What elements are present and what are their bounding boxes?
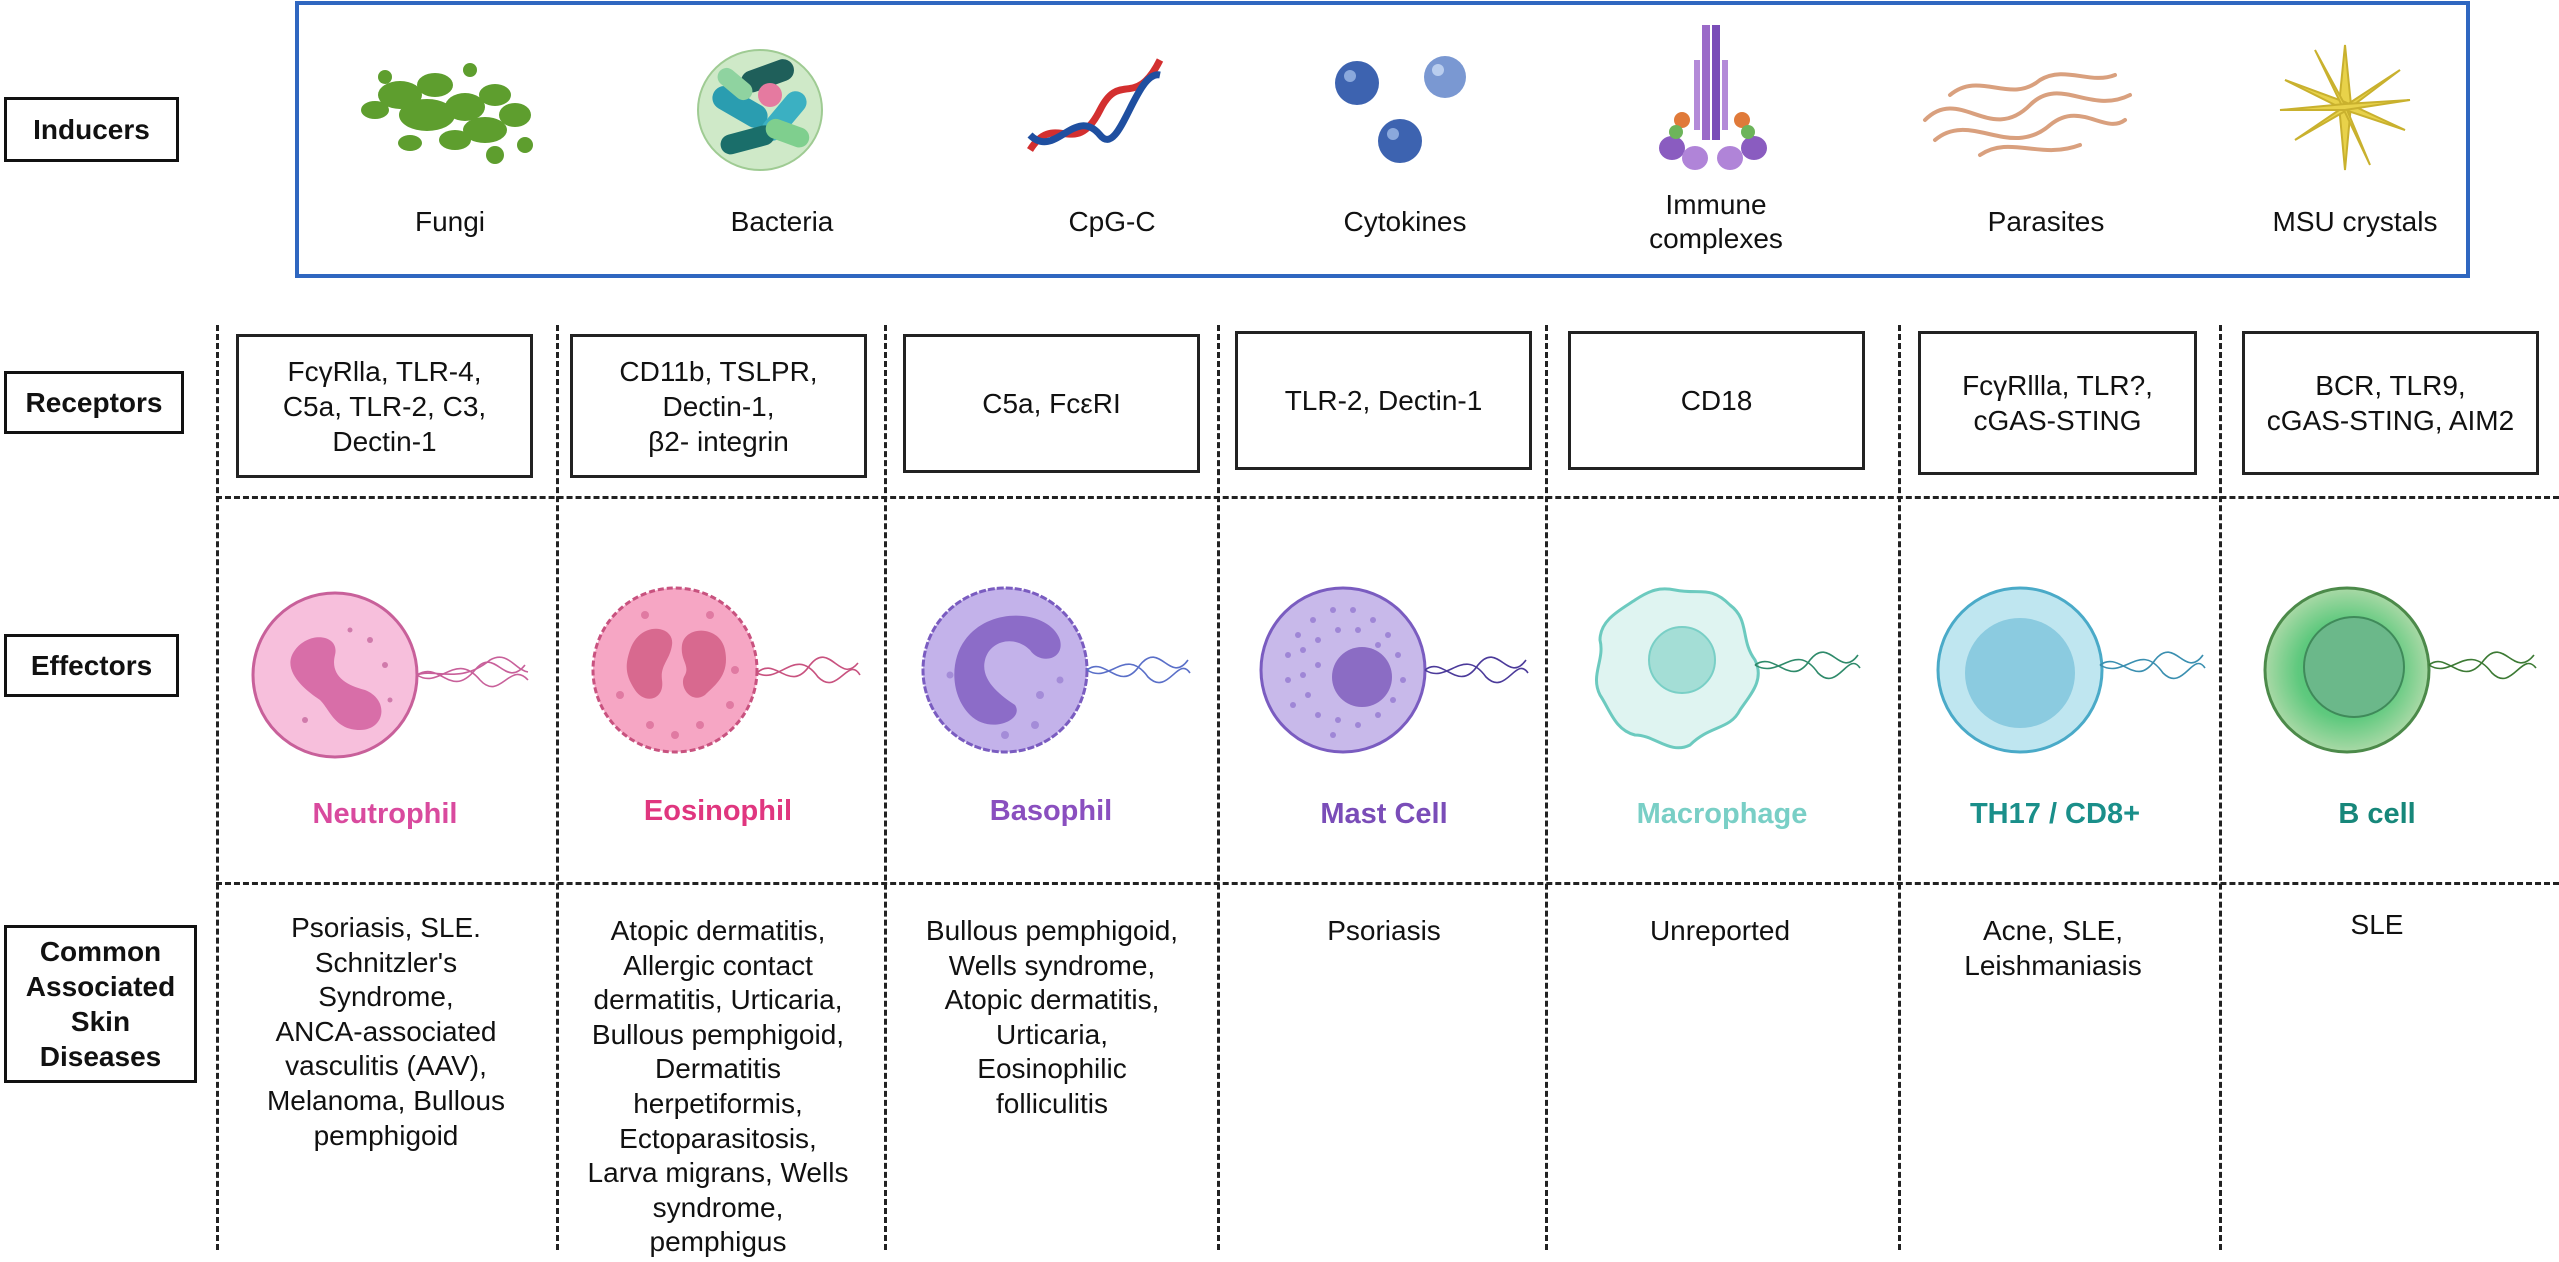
column-divider — [1217, 325, 1220, 1250]
divider-receptors-effectors — [216, 496, 2559, 499]
diseases-th17-cd8: Acne, SLE, Leishmaniasis — [1964, 915, 2142, 981]
fungi-icon — [361, 63, 533, 164]
inducer-label-immune-complexes: Immune complexes — [1649, 189, 1783, 254]
macrophage-cell-icon — [1595, 587, 1861, 750]
diseases-neutrophil: Psoriasis, SLE. Schnitzler's Syndrome, A… — [266, 912, 506, 1151]
row-label-receptors: Receptors — [4, 371, 184, 434]
receptor-box-basophil: C5a, FcεRI — [903, 334, 1200, 473]
th17-cd8-cell-icon — [1936, 586, 2206, 754]
immune-complex-icon — [1659, 25, 1767, 170]
receptor-box-eosinophil: CD11b, TSLPR, Dectin-1, β2- integrin — [570, 334, 867, 478]
column-divider — [1898, 325, 1901, 1250]
diseases-basophil: Bullous pemphigoid, Wells syndrome, Atop… — [925, 915, 1179, 1119]
column-divider — [216, 325, 219, 1250]
row-label-effectors: Effectors — [4, 634, 179, 697]
cell-name-macrophage: Macrophage — [1636, 798, 1808, 830]
receptor-box-mast-cell: TLR-2, Dectin-1 — [1235, 331, 1532, 470]
cell-name-basophil: Basophil — [989, 795, 1113, 827]
crystals-icon — [2279, 44, 2411, 171]
column-divider — [556, 325, 559, 1250]
basophil-cell-icon — [921, 586, 1191, 754]
inducers-panel — [295, 1, 2470, 278]
cell-name-th17-cd8: TH17 / CD8+ — [1969, 798, 2141, 830]
parasites-icon — [1923, 72, 2132, 157]
inducer-label-fungi: Fungi — [414, 206, 486, 237]
receptor-box-th17: FcγRllla, TLR?, cGAS-STING — [1918, 331, 2197, 475]
diseases-eosinophil: Atopic dermatitis, Allergic contact derm… — [587, 915, 849, 1258]
neutrophil-cell-icon — [251, 591, 529, 759]
eosinophil-cell-icon — [591, 586, 861, 754]
cell-name-eosinophil: Eosinophil — [643, 795, 793, 827]
diseases-macrophage: Unreported — [1649, 915, 1791, 946]
inducer-label-parasites: Parasites — [1987, 206, 2105, 237]
row-label-inducers: Inducers — [4, 97, 179, 162]
diseases-b-cell: SLE — [2350, 909, 2404, 940]
column-divider — [2219, 325, 2222, 1250]
inducer-label-bacteria: Bacteria — [730, 206, 834, 237]
cell-name-neutrophil: Neutrophil — [312, 798, 458, 830]
mast-cell-icon — [1259, 586, 1529, 754]
column-divider — [884, 325, 887, 1250]
inducer-label-msu: MSU crystals — [2272, 206, 2438, 237]
dna-icon — [1027, 58, 1164, 152]
cell-name-mast-cell: Mast Cell — [1320, 798, 1448, 830]
diseases-mast-cell: Psoriasis — [1327, 915, 1441, 946]
bacteria-icon — [697, 49, 823, 171]
receptor-box-neutrophil: FcγRlla, TLR-4, C5a, TLR-2, C3, Dectin-1 — [236, 334, 533, 478]
cytokines-icon — [1335, 56, 1466, 163]
row-label-diseases: Common Associated Skin Diseases — [4, 925, 197, 1083]
column-divider — [1545, 325, 1548, 1250]
receptor-box-macrophage: CD18 — [1568, 331, 1865, 470]
cell-name-b-cell: B cell — [2338, 798, 2416, 830]
inducer-label-cytokines: Cytokines — [1343, 206, 1467, 237]
divider-effectors-diseases — [216, 882, 2559, 885]
b-cell-icon — [2263, 586, 2537, 754]
receptor-box-b-cell: BCR, TLR9, cGAS-STING, AIM2 — [2242, 331, 2539, 475]
inducer-label-cpg: CpG-C — [1068, 206, 1156, 237]
